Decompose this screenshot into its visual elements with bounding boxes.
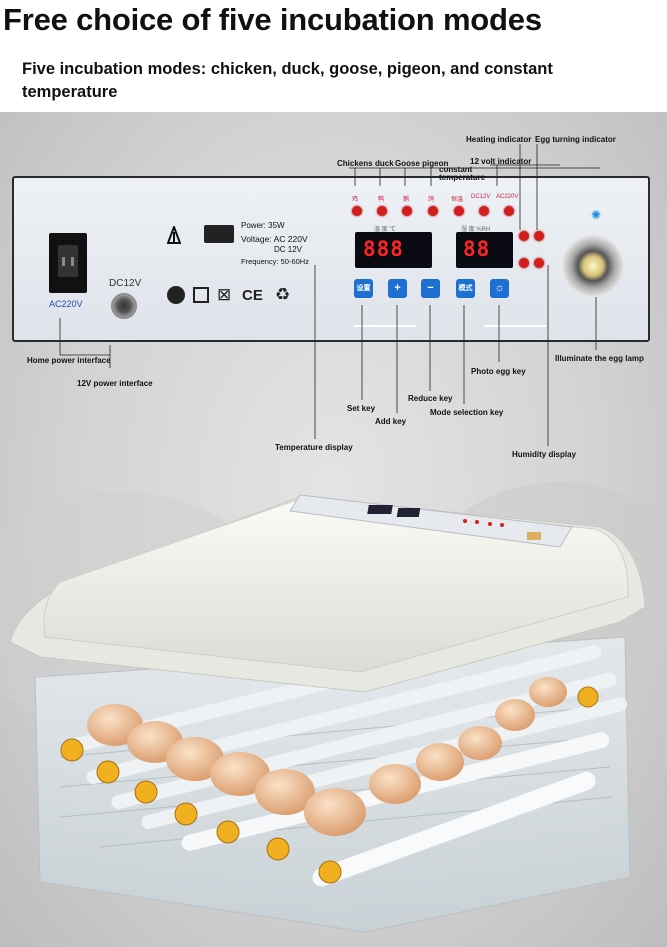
callout-goose-pigeon: Goose pigeon <box>395 159 449 168</box>
mode-label-duck: 鸭 <box>378 197 385 203</box>
dc-jack-icon <box>111 293 137 319</box>
led-heating <box>519 231 529 241</box>
humidity-digits: 88 <box>463 237 491 261</box>
temp-display-caption: 温 度 ℃ <box>374 227 396 233</box>
double-square-icon <box>193 287 209 303</box>
callout-12v: 12 volt indicator <box>470 157 532 166</box>
header: Free choice of five incubation modes Fiv… <box>0 0 667 112</box>
temperature-digits: 888 <box>363 237 404 261</box>
ac-socket-icon <box>49 233 87 293</box>
callout-egg-turning: Egg turning indicator <box>535 135 616 144</box>
sun-icon: ✺ <box>591 208 602 222</box>
callout-set: Set key <box>347 404 376 413</box>
callout-chickens: Chickens <box>337 159 373 168</box>
led-egg-turning <box>534 231 544 241</box>
mode-key[interactable]: 模式 <box>456 279 475 298</box>
battery-icon <box>204 225 234 243</box>
add-key[interactable]: + <box>388 279 407 298</box>
callout-reduce: Reduce key <box>408 394 453 403</box>
spec-dc: DC 12V <box>274 245 303 254</box>
dc-label: DC12V <box>109 278 142 289</box>
callout-duck: duck <box>375 159 394 168</box>
led-pigeon <box>428 206 438 216</box>
key-underline-right <box>484 325 546 327</box>
led-220v <box>504 206 514 216</box>
callout-egg-lamp: Illuminate the egg lamp <box>555 354 644 363</box>
page-subtitle: Five incubation modes: chicken, duck, go… <box>22 60 553 101</box>
egg-lamp[interactable] <box>562 235 624 297</box>
humidity-display: 88 <box>456 232 513 268</box>
reduce-key[interactable]: − <box>421 279 440 298</box>
callout-12v-power: 12V power interface <box>77 379 153 388</box>
control-panel: AC220V DC12V Power: 35W Voltage: AC 220V… <box>12 176 650 342</box>
page-title: Free choice of five incubation modes <box>3 2 542 37</box>
mode-label-chicken: 鸡 <box>352 197 359 203</box>
callout-heating: Heating indicator <box>466 135 532 144</box>
led-duck <box>377 206 387 216</box>
ccc-icon <box>167 286 185 304</box>
callout-humidity-display: Humidity display <box>512 450 577 459</box>
callout-home-power: Home power interface <box>27 356 111 365</box>
led-12v <box>479 206 489 216</box>
led-chicken <box>352 206 362 216</box>
temperature-display: 888 <box>355 232 432 268</box>
recycle-icon: ♻ <box>275 285 291 304</box>
weee-icon: ⊠ <box>217 285 232 304</box>
callout-add: Add key <box>375 417 407 426</box>
humidity-display-caption: 湿 度 %RH <box>461 227 491 233</box>
ce-icon: CE <box>242 287 263 304</box>
led-goose <box>402 206 412 216</box>
spec-frequency: Frequency: 50-60Hz <box>241 257 309 266</box>
callout-photo-egg: Photo egg key <box>471 367 526 376</box>
spec-voltage: Voltage: AC 220V <box>241 234 308 244</box>
mode-label-ac220v: AC220V <box>496 194 519 200</box>
callout-mode: Mode selection key <box>430 408 504 417</box>
callout-temp-display: Temperature display <box>275 443 353 452</box>
key-underline-left <box>354 325 416 327</box>
mode-label-constant: 恒温 <box>451 197 464 203</box>
led-constant <box>454 206 464 216</box>
ac-label: AC220V <box>49 299 83 309</box>
fuse-icon <box>167 226 181 244</box>
led-humidify <box>519 258 529 268</box>
mode-label-goose: 鹅 <box>403 197 410 203</box>
mode-label-dc12v: DC12V <box>471 194 491 200</box>
mode-label-pigeon: 鸽 <box>428 197 435 203</box>
spec-power: Power: 35W <box>241 221 285 230</box>
callout-constant-temp: constant temperature <box>439 165 486 182</box>
set-key[interactable]: 设置 <box>354 279 373 298</box>
led-alarm <box>534 258 544 268</box>
photo-egg-key[interactable]: ☼ <box>490 279 509 298</box>
incubator-illustration <box>9 494 646 933</box>
